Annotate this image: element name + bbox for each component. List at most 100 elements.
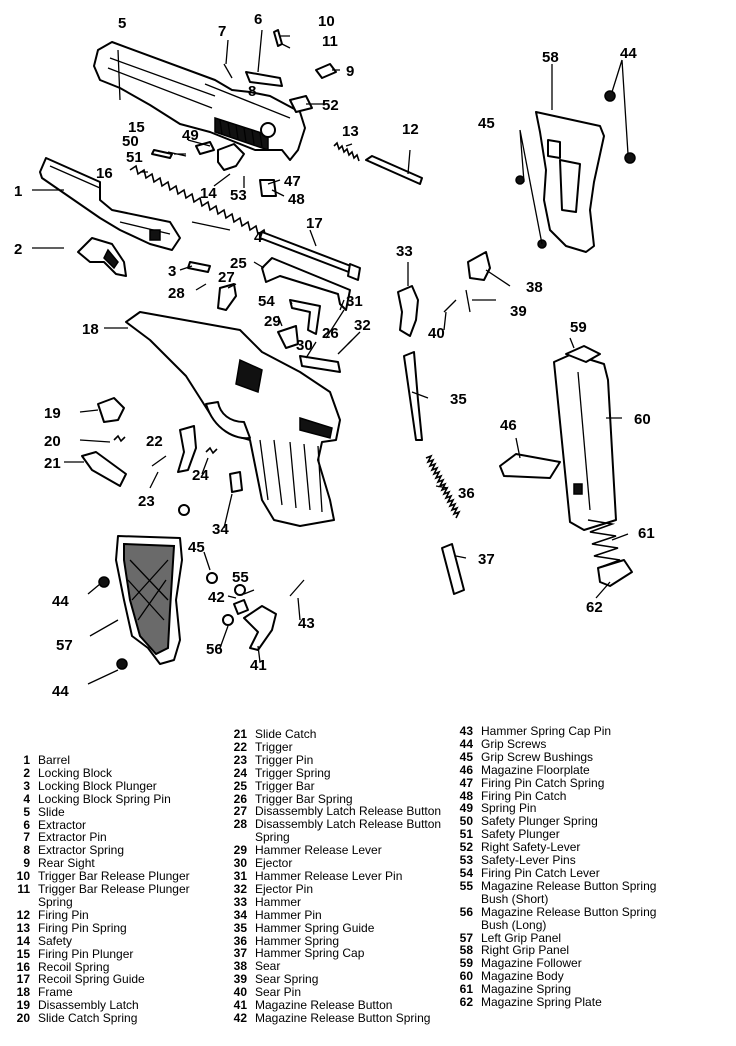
callout-52: 52 (322, 97, 339, 114)
barrel (39, 157, 181, 251)
legend-item-name: Ejector (255, 856, 293, 871)
legend-item-number: 10 (16, 869, 30, 884)
legend-item-name: Firing Pin Spring (38, 920, 127, 935)
legend-item-name: Firing Pin Catch Lever (481, 865, 600, 880)
legend-item-name: Firing Pin Catch Spring (481, 775, 605, 790)
legend-item-name: Magazine Release Button Spring (481, 878, 657, 893)
legend-item-number: 27 (233, 804, 247, 819)
slide-catch-spring (113, 434, 126, 443)
legend-item-number: 32 (233, 881, 247, 896)
legend-item-continuation: Bush (Long) (481, 917, 547, 932)
legend-item-number: 59 (459, 956, 473, 971)
legend-item-number: 1 (23, 753, 30, 767)
legend-item-name: Magazine Floorplate (481, 762, 590, 777)
callout-16: 16 (96, 165, 113, 182)
callout-43: 43 (298, 615, 315, 632)
legend-item-name: Magazine Spring Plate (481, 995, 602, 1010)
hammer-spring-cap-pin (289, 579, 305, 597)
legend-item-name: Slide Catch (255, 727, 317, 741)
legend-item-name: Safety Plunger Spring (481, 814, 598, 829)
legend-item: 13 Firing Pin Spring (4, 920, 190, 935)
trigger-bar-release-plunger (273, 29, 283, 47)
legend-item-name: Hammer Spring Cap (255, 946, 365, 961)
callout-38: 38 (526, 279, 543, 296)
callout-53: 53 (230, 187, 247, 204)
legend-item-name: Extractor Spring (38, 843, 125, 858)
legend-item-name: Hammer Pin (255, 907, 322, 922)
magazine-release-button-spring-bush-short (234, 584, 246, 596)
legend-item-name: Trigger Bar Spring (255, 791, 353, 806)
grip-screw (98, 576, 110, 588)
legend-item-name: Recoil Spring (38, 959, 110, 974)
safety (217, 143, 245, 171)
callout-60: 60 (634, 411, 651, 428)
legend-item-name: Magazine Release Button Spring (481, 904, 657, 919)
callout-17: 17 (306, 215, 323, 232)
legend-item-number: 62 (459, 995, 473, 1010)
trigger (177, 425, 197, 473)
callout-labels: 1 2 3 4 5 6 7 8 9 10 11 12 13 14 15 16 1… (14, 11, 655, 700)
callout-21: 21 (44, 455, 61, 472)
legend-item-name: Firing Pin (38, 907, 89, 922)
legend-item-name: Magazine Release Button Spring (255, 1010, 431, 1025)
firing-pin-catch-lever (289, 299, 321, 335)
callout-10: 10 (318, 13, 335, 30)
callout-3: 3 (168, 263, 176, 280)
legend-item-name: Trigger Pin (255, 752, 314, 767)
legend-item-name: Frame (38, 985, 73, 1000)
callout-8: 8 (248, 83, 256, 100)
callout-45-b: 45 (478, 115, 495, 132)
legend-item-number: 13 (16, 920, 30, 935)
legend-item-number: 23 (233, 752, 247, 767)
recoil-spring-guide (259, 231, 361, 281)
legend-item-name: Hammer Spring (255, 933, 340, 948)
slide-catch (81, 451, 127, 487)
callout-39: 39 (510, 303, 527, 320)
legend-item-number: 28 (233, 817, 247, 832)
callout-49: 49 (182, 127, 199, 144)
callout-24: 24 (192, 467, 209, 484)
callout-5: 5 (118, 15, 126, 32)
legend-item-number: 34 (233, 907, 247, 922)
legend-item-number: 6 (23, 817, 30, 832)
grip-screw-bushing (515, 175, 525, 185)
legend-item-name: Sear Pin (255, 985, 302, 1000)
legend-item-name: Right Grip Panel (481, 943, 570, 958)
magazine-floorplate (499, 453, 561, 479)
legend-item-number: 43 (459, 724, 473, 738)
legend-item-name: Recoil Spring Guide (38, 972, 145, 987)
legend-item-number: 33 (233, 894, 247, 909)
magazine-follower (565, 345, 601, 363)
legend-item-name: Disassembly Latch (38, 998, 139, 1013)
legend-item-name: Locking Block Plunger (38, 778, 157, 793)
frame (125, 311, 341, 527)
leader-lines (32, 29, 629, 685)
legend-item-number: 51 (459, 827, 473, 842)
legend-item-name: Hammer (255, 894, 302, 909)
sear-pin (443, 299, 457, 313)
grip-screw-bushing (178, 504, 190, 516)
legend-item-name: Spring Pin (481, 801, 537, 816)
legend-item-name: Ejector Pin (255, 881, 314, 896)
callout-59: 59 (570, 319, 587, 336)
legend-item-name: Trigger (255, 739, 293, 754)
legend-item-continuation: Spring (38, 894, 73, 909)
